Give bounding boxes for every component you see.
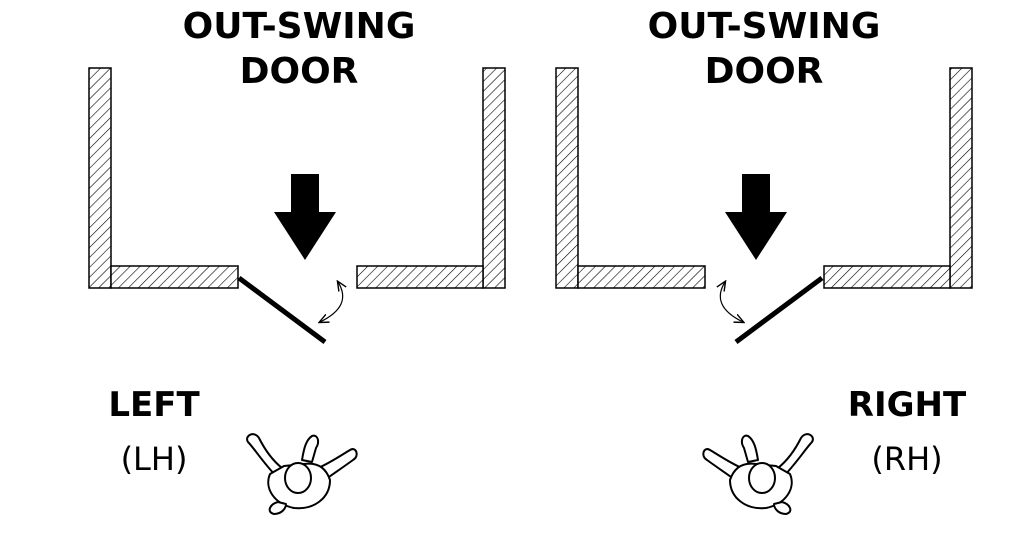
- swing-arc-icon: [720, 282, 743, 322]
- hand-abbr-right: (RH): [871, 440, 942, 478]
- wall-right-left: [356, 67, 506, 289]
- down-arrow-icon: [725, 174, 787, 260]
- title-line2-right: DOOR: [705, 51, 824, 92]
- hand-abbr-left: (LH): [121, 440, 188, 478]
- wall-left-right: [555, 67, 706, 289]
- door-leaf-right: [734, 275, 824, 345]
- title-line2-left: DOOR: [240, 51, 359, 92]
- title-line1-left: OUT-SWING: [183, 6, 416, 47]
- wall-left-left: [88, 67, 239, 289]
- person-top-view-icon: [246, 433, 358, 515]
- hand-label-left: LEFT: [108, 385, 200, 425]
- person-top-view-icon: [702, 433, 814, 515]
- panel-left-hand: OUT-SWING DOOR LEFT (LH): [88, 6, 506, 515]
- swing-arc-icon: [320, 282, 343, 322]
- hand-label-right: RIGHT: [848, 385, 967, 425]
- down-arrow-icon: [274, 174, 336, 260]
- panel-right-hand: OUT-SWING DOOR RIGHT (RH): [555, 6, 973, 515]
- wall-right-right: [823, 67, 973, 289]
- title-line1-right: OUT-SWING: [648, 6, 881, 47]
- door-leaf-left: [237, 275, 327, 345]
